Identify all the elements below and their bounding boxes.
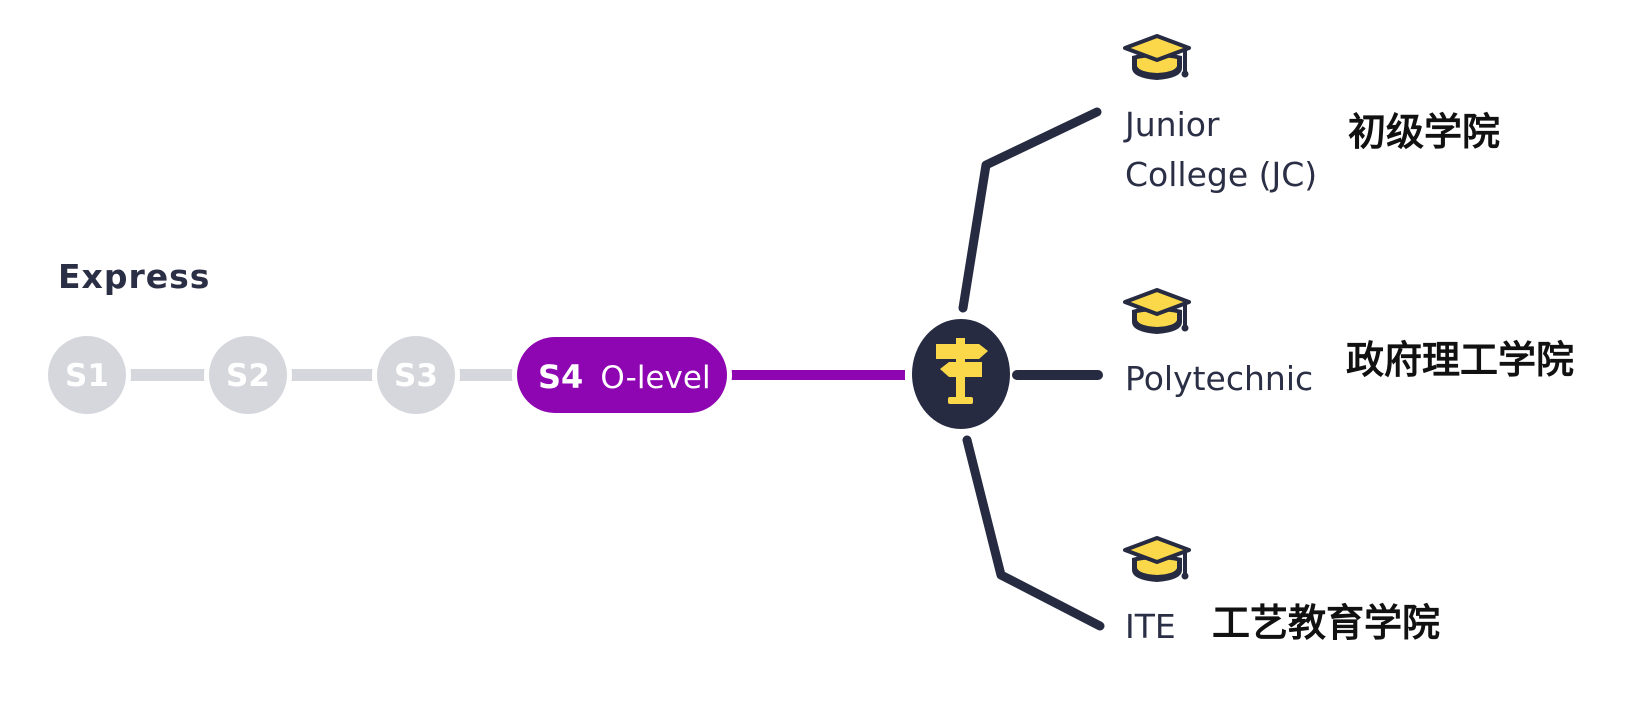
destination-polytechnic: Polytechnic 政府理工学院 [1123, 288, 1574, 398]
current-stage-exam: O-level [600, 360, 710, 396]
graduation-cap-icon [1123, 288, 1191, 334]
destination-polytechnic-label: Polytechnic [1125, 359, 1313, 398]
stage-label-s2: S2 [226, 358, 270, 394]
branch-line-ite [962, 435, 1105, 631]
stream-title: Express [58, 257, 210, 296]
destination-jc: Junior College (JC) 初级学院 [1123, 34, 1500, 194]
branch-line-jc [958, 107, 1102, 313]
current-stage-label: S4 O-level [538, 358, 711, 396]
stage-node-s1: S1 [43, 331, 131, 419]
destination-ite-label: ITE [1125, 607, 1176, 646]
destination-polytechnic-label-zh: 政府理工学院 [1346, 338, 1574, 382]
junction-node [912, 319, 1010, 429]
stage-node-s3: S3 [372, 331, 460, 419]
signpost-icon [936, 338, 988, 404]
destination-jc-label-line1: Junior [1123, 105, 1220, 144]
destination-jc-label-line2: College (JC) [1125, 155, 1317, 194]
stage-node-current: S4 O-level [512, 332, 732, 418]
destination-ite-label-zh: 工艺教育学院 [1212, 601, 1440, 645]
stage-label-s1: S1 [65, 358, 109, 394]
graduation-cap-icon [1123, 536, 1191, 582]
stage-label-s3: S3 [394, 358, 438, 394]
destination-jc-label-zh: 初级学院 [1348, 110, 1500, 154]
current-stage-level: S4 [538, 358, 583, 396]
destination-ite: ITE 工艺教育学院 [1123, 536, 1440, 646]
graduation-cap-icon [1123, 34, 1191, 80]
stage-node-s2: S2 [204, 331, 292, 419]
